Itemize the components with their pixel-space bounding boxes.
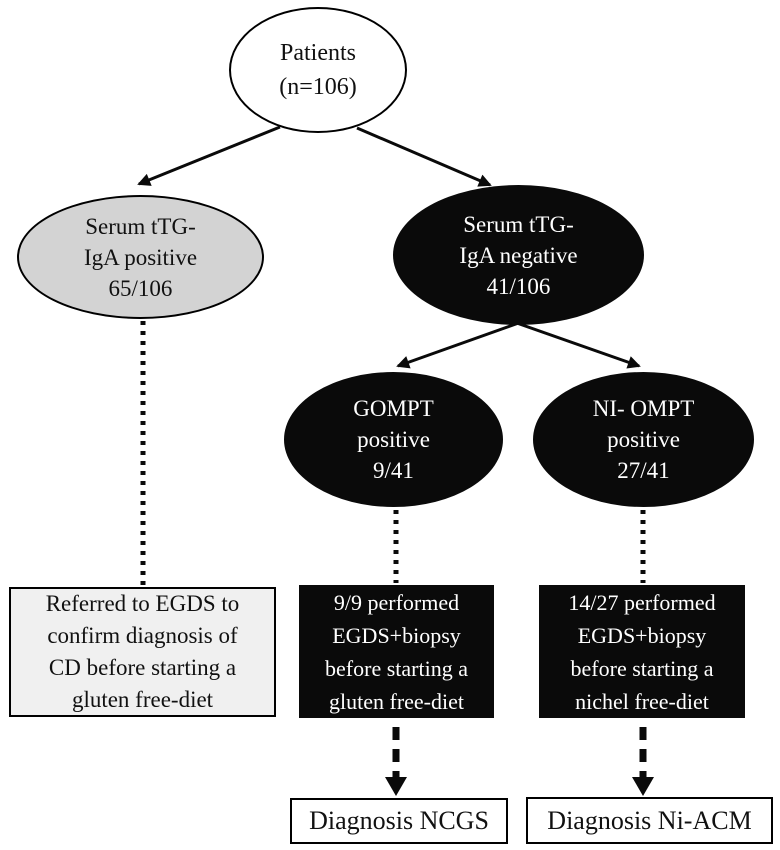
box-line: before starting a <box>570 655 714 681</box>
box-line: EGDS+biopsy <box>577 622 707 648</box>
box-egds-biopsy-gluten: 9/9 performed EGDS+biopsy before startin… <box>299 585 494 718</box>
node-ttg-iga-positive: Serum tTG- IgA positive 65/106 <box>17 195 264 319</box>
node-line: IgA negative <box>459 242 578 268</box>
box-line: gluten free-diet <box>329 688 464 714</box>
node-line: IgA positive <box>83 244 198 270</box>
arrow-patients-to-ttg-negative <box>356 126 492 187</box>
node-gompt-positive: GOMPT positive 9/41 <box>284 372 503 507</box>
node-line: 9/41 <box>373 458 414 483</box>
box-line: 14/27 performed <box>568 589 716 615</box>
node-line: NI- OMPT <box>592 396 695 421</box>
node-line: positive <box>357 427 430 452</box>
arrow-patients-to-ttg-positive <box>137 125 281 186</box>
box-diagnosis-ncgs: Diagnosis NCGS <box>290 798 508 844</box>
box-line: EGDS+biopsy <box>332 622 461 648</box>
box-line: Diagnosis Ni-ACM <box>547 805 752 835</box>
node-line: positive <box>607 427 680 452</box>
dashed-arrowhead-ncgs <box>385 777 407 796</box>
node-line: GOMPT <box>353 396 434 421</box>
box-line: gluten free-diet <box>71 687 214 712</box>
box-line: nichel free-diet <box>575 688 709 714</box>
node-line: Serum tTG- <box>85 213 196 239</box>
box-line: 9/9 performed <box>333 589 460 615</box>
node-ttg-iga-negative: Serum tTG- IgA negative 41/106 <box>393 185 644 325</box>
box-egds-biopsy-nichel: 14/27 performed EGDS+biopsy before start… <box>539 585 745 718</box>
node-line: (n=106) <box>279 74 357 100</box>
node-line: Serum tTG- <box>463 211 574 237</box>
box-line: confirm diagnosis of <box>47 623 238 648</box>
node-line: 27/41 <box>617 458 670 483</box>
node-line: 65/106 <box>108 275 173 301</box>
node-line: Patients <box>280 40 356 66</box>
box-line: CD before starting a <box>48 655 237 680</box>
box-line: Referred to EGDS to <box>45 591 240 616</box>
node-patients: Patients (n=106) <box>229 7 407 133</box>
box-line: Diagnosis NCGS <box>309 806 489 835</box>
dashed-arrowhead-ni-acm <box>632 777 654 796</box>
box-diagnosis-ni-acm: Diagnosis Ni-ACM <box>526 797 773 844</box>
node-ni-ompt-positive: NI- OMPT positive 27/41 <box>533 372 754 507</box>
node-line: 41/106 <box>486 273 551 299</box>
box-egds-referral: Referred to EGDS to confirm diagnosis of… <box>9 587 276 717</box>
box-line: before starting a <box>325 655 468 681</box>
